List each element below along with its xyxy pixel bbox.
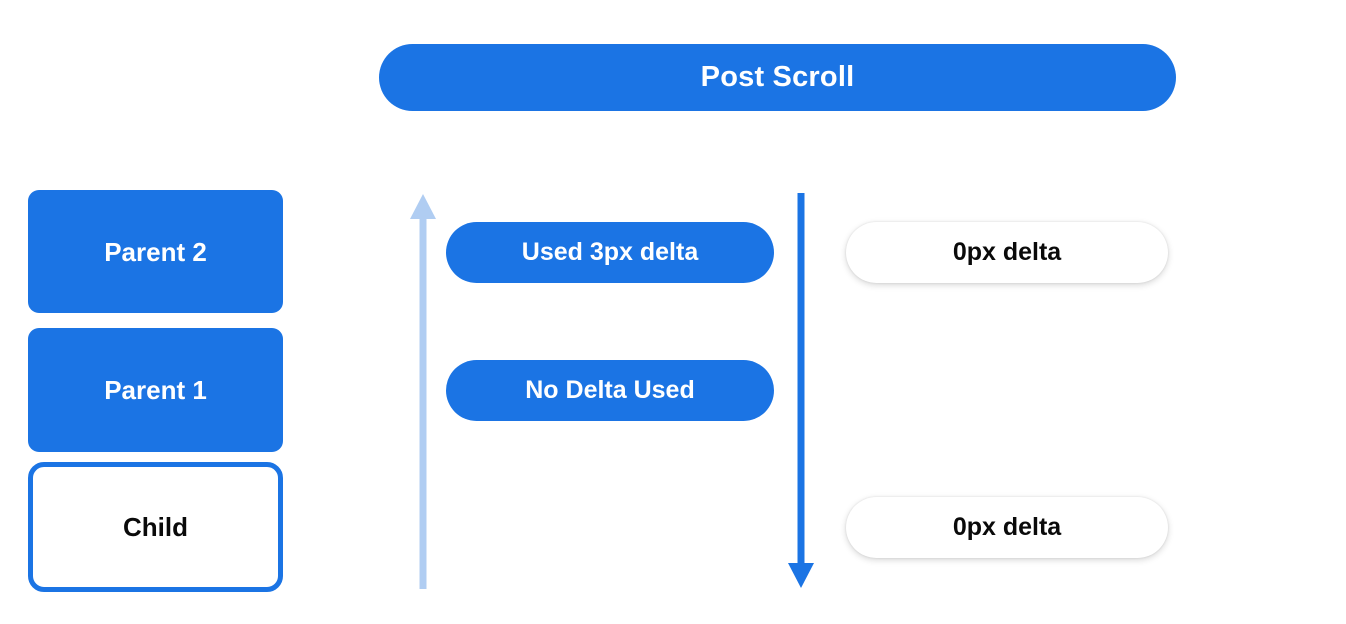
post-scroll-header-banner: Post Scroll	[379, 44, 1176, 111]
pill-zero-delta-bottom: 0px delta	[846, 497, 1168, 558]
node-box-parent-2: Parent 2	[28, 190, 283, 313]
node-label-parent-2: Parent 2	[104, 236, 207, 267]
node-box-parent-1: Parent 1	[28, 328, 283, 452]
pill-label-used-3px-delta: Used 3px delta	[521, 238, 699, 266]
scroll-chain-down-arrow-icon	[788, 193, 814, 588]
node-label-parent-1: Parent 1	[104, 375, 207, 405]
node-label-child: Child	[123, 512, 188, 542]
scroll-chain-up-arrow-icon	[410, 194, 436, 589]
pill-no-delta-used: No Delta Used	[446, 360, 774, 421]
pill-used-3px-delta: Used 3px delta	[446, 222, 774, 283]
pill-label-zero-delta-bottom: 0px delta	[952, 513, 1062, 541]
pill-label-no-delta-used: No Delta Used	[525, 376, 695, 404]
pill-label-zero-delta-top: 0px delta	[952, 238, 1062, 266]
node-box-child: Child	[28, 462, 283, 592]
pill-zero-delta-top: 0px delta	[846, 222, 1168, 283]
post-scroll-header-label: Post Scroll	[700, 61, 855, 93]
